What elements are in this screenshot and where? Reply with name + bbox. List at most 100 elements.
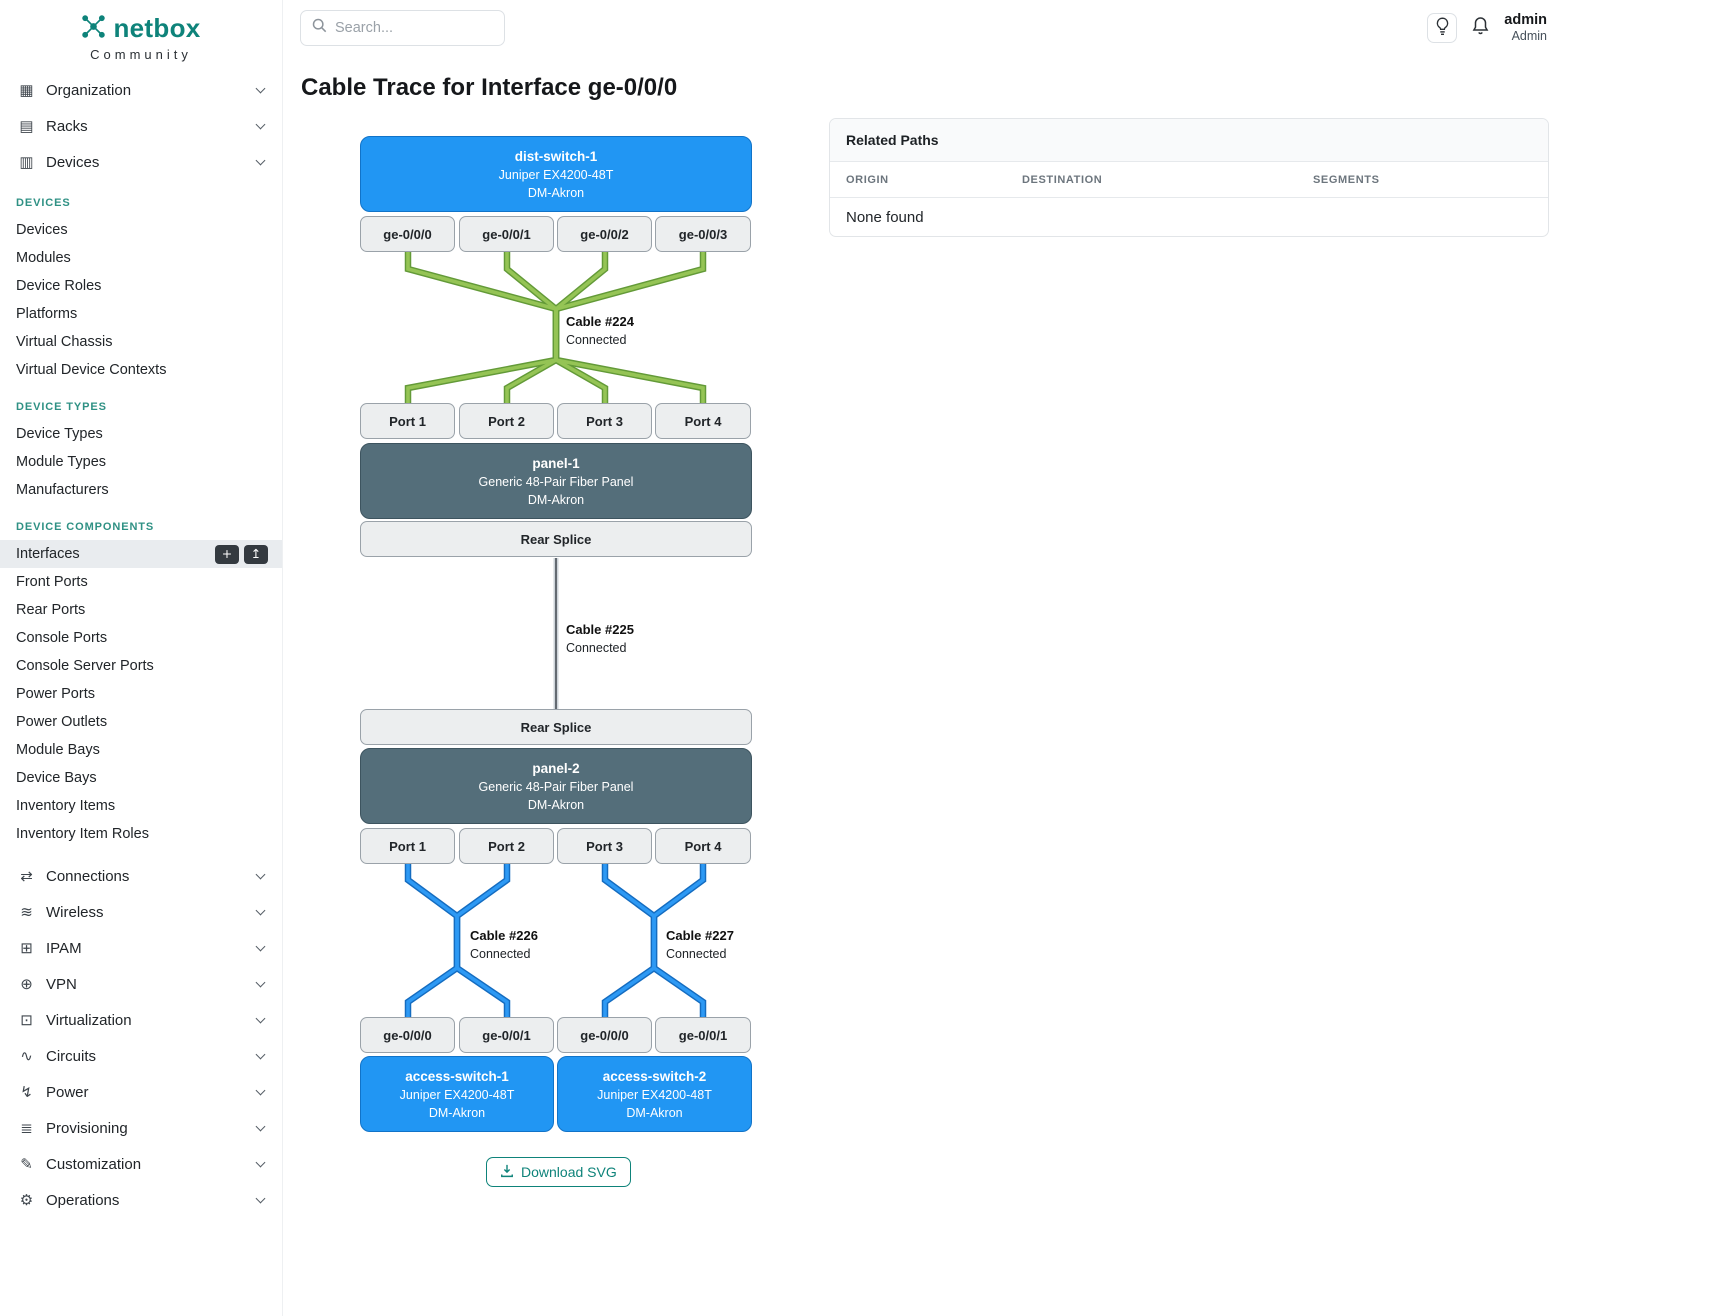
sidebar-item-power[interactable]: ↯ Power	[0, 1074, 282, 1110]
search-box[interactable]	[300, 10, 505, 46]
sidebar-item-power-outlets[interactable]: Power Outlets	[16, 714, 108, 730]
front-port-box-6[interactable]: Port 2	[459, 828, 554, 864]
sidebar-item-platforms[interactable]: Platforms	[16, 306, 78, 322]
interface-box-as2-ge-0-0-1[interactable]: ge-0/0/1	[655, 1017, 751, 1053]
device-box-dist-switch-1[interactable]: dist-switch-1 Juniper EX4200-48T DM-Akro…	[360, 136, 752, 212]
sidebar-item-device-types[interactable]: Device Types	[16, 426, 103, 442]
brand-logo[interactable]: netbox Community	[0, 0, 282, 62]
chevron-down-icon	[255, 1121, 266, 1131]
user-menu[interactable]: admin Admin	[1504, 12, 1547, 44]
provisioning-icon: ≣	[20, 1120, 33, 1137]
sidebar-item-virtual-device-contexts[interactable]: Virtual Device Contexts	[16, 362, 167, 378]
cable-227-label[interactable]: Cable #227 Connected	[666, 926, 734, 964]
chevron-down-icon	[255, 977, 266, 987]
sidebar: netbox Community ▦ Organization ▤ Racks …	[0, 0, 283, 1316]
ipam-icon: ⊞	[20, 940, 33, 957]
sidebar-item-power-ports[interactable]: Power Ports	[16, 686, 95, 702]
device-box-access-switch-2[interactable]: access-switch-2 Juniper EX4200-48T DM-Ak…	[557, 1056, 752, 1132]
sidebar-item-virtual-chassis[interactable]: Virtual Chassis	[16, 334, 113, 350]
device-model: Juniper EX4200-48T	[597, 1087, 712, 1102]
user-name: admin	[1504, 11, 1547, 28]
front-port-box-4[interactable]: Port 4	[655, 403, 751, 439]
vpn-icon: ⊕	[20, 976, 33, 993]
import-button[interactable]: ↥	[244, 544, 268, 564]
sidebar-item-connections[interactable]: ⇄ Connections	[0, 858, 282, 894]
rear-port-box-panel-2[interactable]: Rear Splice	[360, 709, 752, 745]
sidebar-item-operations[interactable]: ⚙ Operations	[0, 1182, 282, 1218]
chevron-down-icon	[255, 1157, 266, 1167]
sidebar-item-provisioning[interactable]: ≣ Provisioning	[0, 1110, 282, 1146]
sidebar-item-device-roles[interactable]: Device Roles	[16, 278, 102, 294]
sidebar-item-ipam[interactable]: ⊞ IPAM	[0, 930, 282, 966]
theme-toggle-button[interactable]	[1427, 12, 1458, 43]
interface-box-as1-ge-0-0-1[interactable]: ge-0/0/1	[459, 1017, 554, 1053]
sidebar-item-interfaces[interactable]: Interfaces + ↥	[0, 540, 282, 568]
rear-port-box-panel-1[interactable]: Rear Splice	[360, 521, 752, 557]
sidebar-item-console-server-ports[interactable]: Console Server Ports	[16, 658, 154, 674]
related-paths-card: Related Paths ORIGIN DESTINATION SEGMENT…	[829, 118, 1549, 237]
chevron-down-icon	[255, 941, 266, 951]
device-box-panel-1[interactable]: panel-1 Generic 48-Pair Fiber Panel DM-A…	[360, 443, 752, 519]
front-port-box-5[interactable]: Port 1	[360, 828, 455, 864]
sidebar-item-organization[interactable]: ▦ Organization	[0, 72, 282, 108]
add-button[interactable]: +	[215, 544, 239, 564]
sidebar-item-label: Connections	[46, 867, 130, 885]
sidebar-item-module-types[interactable]: Module Types	[16, 454, 107, 470]
sidebar-item-inventory-items[interactable]: Inventory Items	[16, 798, 116, 814]
sidebar-item-module-bays[interactable]: Module Bays	[16, 742, 100, 758]
cable-224-label[interactable]: Cable #224 Connected	[566, 312, 634, 350]
sidebar-item-label: IPAM	[46, 939, 82, 957]
interface-box-ge-0-0-2[interactable]: ge-0/0/2	[557, 216, 652, 252]
cable-trace-diagram: dist-switch-1 Juniper EX4200-48T DM-Akro…	[360, 136, 752, 1211]
sidebar-item-vpn[interactable]: ⊕ VPN	[0, 966, 282, 1002]
search-input[interactable]	[335, 20, 493, 36]
chevron-down-icon	[255, 869, 266, 879]
power-icon: ↯	[20, 1084, 33, 1101]
sidebar-item-wireless[interactable]: ≋ Wireless	[0, 894, 282, 930]
front-port-box-2[interactable]: Port 2	[459, 403, 554, 439]
front-port-box-7[interactable]: Port 3	[557, 828, 652, 864]
device-site: DM-Akron	[428, 1105, 486, 1120]
device-name: access-switch-1	[405, 1068, 509, 1084]
sidebar-item-manufacturers[interactable]: Manufacturers	[16, 482, 109, 498]
sidebar-item-label: Organization	[46, 81, 132, 99]
interface-box-as2-ge-0-0-0[interactable]: ge-0/0/0	[557, 1017, 652, 1053]
sidebar-item-console-ports[interactable]: Console Ports	[16, 630, 108, 646]
sidebar-item-rear-ports[interactable]: Rear Ports	[16, 602, 86, 618]
chevron-down-icon	[255, 155, 266, 165]
sidebar-item-inventory-item-roles[interactable]: Inventory Item Roles	[16, 826, 149, 842]
device-box-panel-2[interactable]: panel-2 Generic 48-Pair Fiber Panel DM-A…	[360, 748, 752, 824]
front-port-box-8[interactable]: Port 4	[655, 828, 751, 864]
device-name: panel-1	[532, 455, 580, 471]
sidebar-item-racks[interactable]: ▤ Racks	[0, 108, 282, 144]
operations-icon: ⚙	[19, 1192, 34, 1209]
sidebar-item-circuits[interactable]: ∿ Circuits	[0, 1038, 282, 1074]
cable-226-label[interactable]: Cable #226 Connected	[470, 926, 538, 964]
front-port-box-1[interactable]: Port 1	[360, 403, 455, 439]
user-role: Admin	[1511, 29, 1547, 44]
front-port-box-3[interactable]: Port 3	[557, 403, 652, 439]
device-box-access-switch-1[interactable]: access-switch-1 Juniper EX4200-48T DM-Ak…	[360, 1056, 554, 1132]
interface-box-ge-0-0-0[interactable]: ge-0/0/0	[360, 216, 455, 252]
interface-box-as1-ge-0-0-0[interactable]: ge-0/0/0	[360, 1017, 455, 1053]
sidebar-item-devices[interactable]: Devices	[16, 222, 68, 238]
sidebar-item-label: Virtualization	[46, 1011, 132, 1029]
chevron-down-icon	[255, 1013, 266, 1023]
cable-225-label[interactable]: Cable #225 Connected	[566, 620, 634, 658]
racks-icon: ▤	[19, 118, 34, 135]
brand-name: netbox	[113, 13, 201, 43]
interface-box-ge-0-0-1[interactable]: ge-0/0/1	[459, 216, 554, 252]
virtualization-icon: ⊡	[20, 1012, 33, 1029]
sidebar-item-devices-group[interactable]: ▥ Devices	[0, 144, 282, 180]
sidebar-item-front-ports[interactable]: Front Ports	[16, 574, 88, 590]
download-svg-button[interactable]: Download SVG	[486, 1157, 631, 1187]
sidebar-item-label: Devices	[46, 153, 100, 171]
sidebar-item-customization[interactable]: ✎ Customization	[0, 1146, 282, 1182]
sidebar-item-modules[interactable]: Modules	[16, 250, 71, 266]
column-origin: ORIGIN	[846, 173, 889, 186]
sidebar-item-device-bays[interactable]: Device Bays	[16, 770, 97, 786]
sidebar-item-virtualization[interactable]: ⊡ Virtualization	[0, 1002, 282, 1038]
notifications-button[interactable]	[1472, 17, 1489, 38]
related-paths-empty-row: None found	[846, 208, 924, 226]
interface-box-ge-0-0-3[interactable]: ge-0/0/3	[655, 216, 751, 252]
